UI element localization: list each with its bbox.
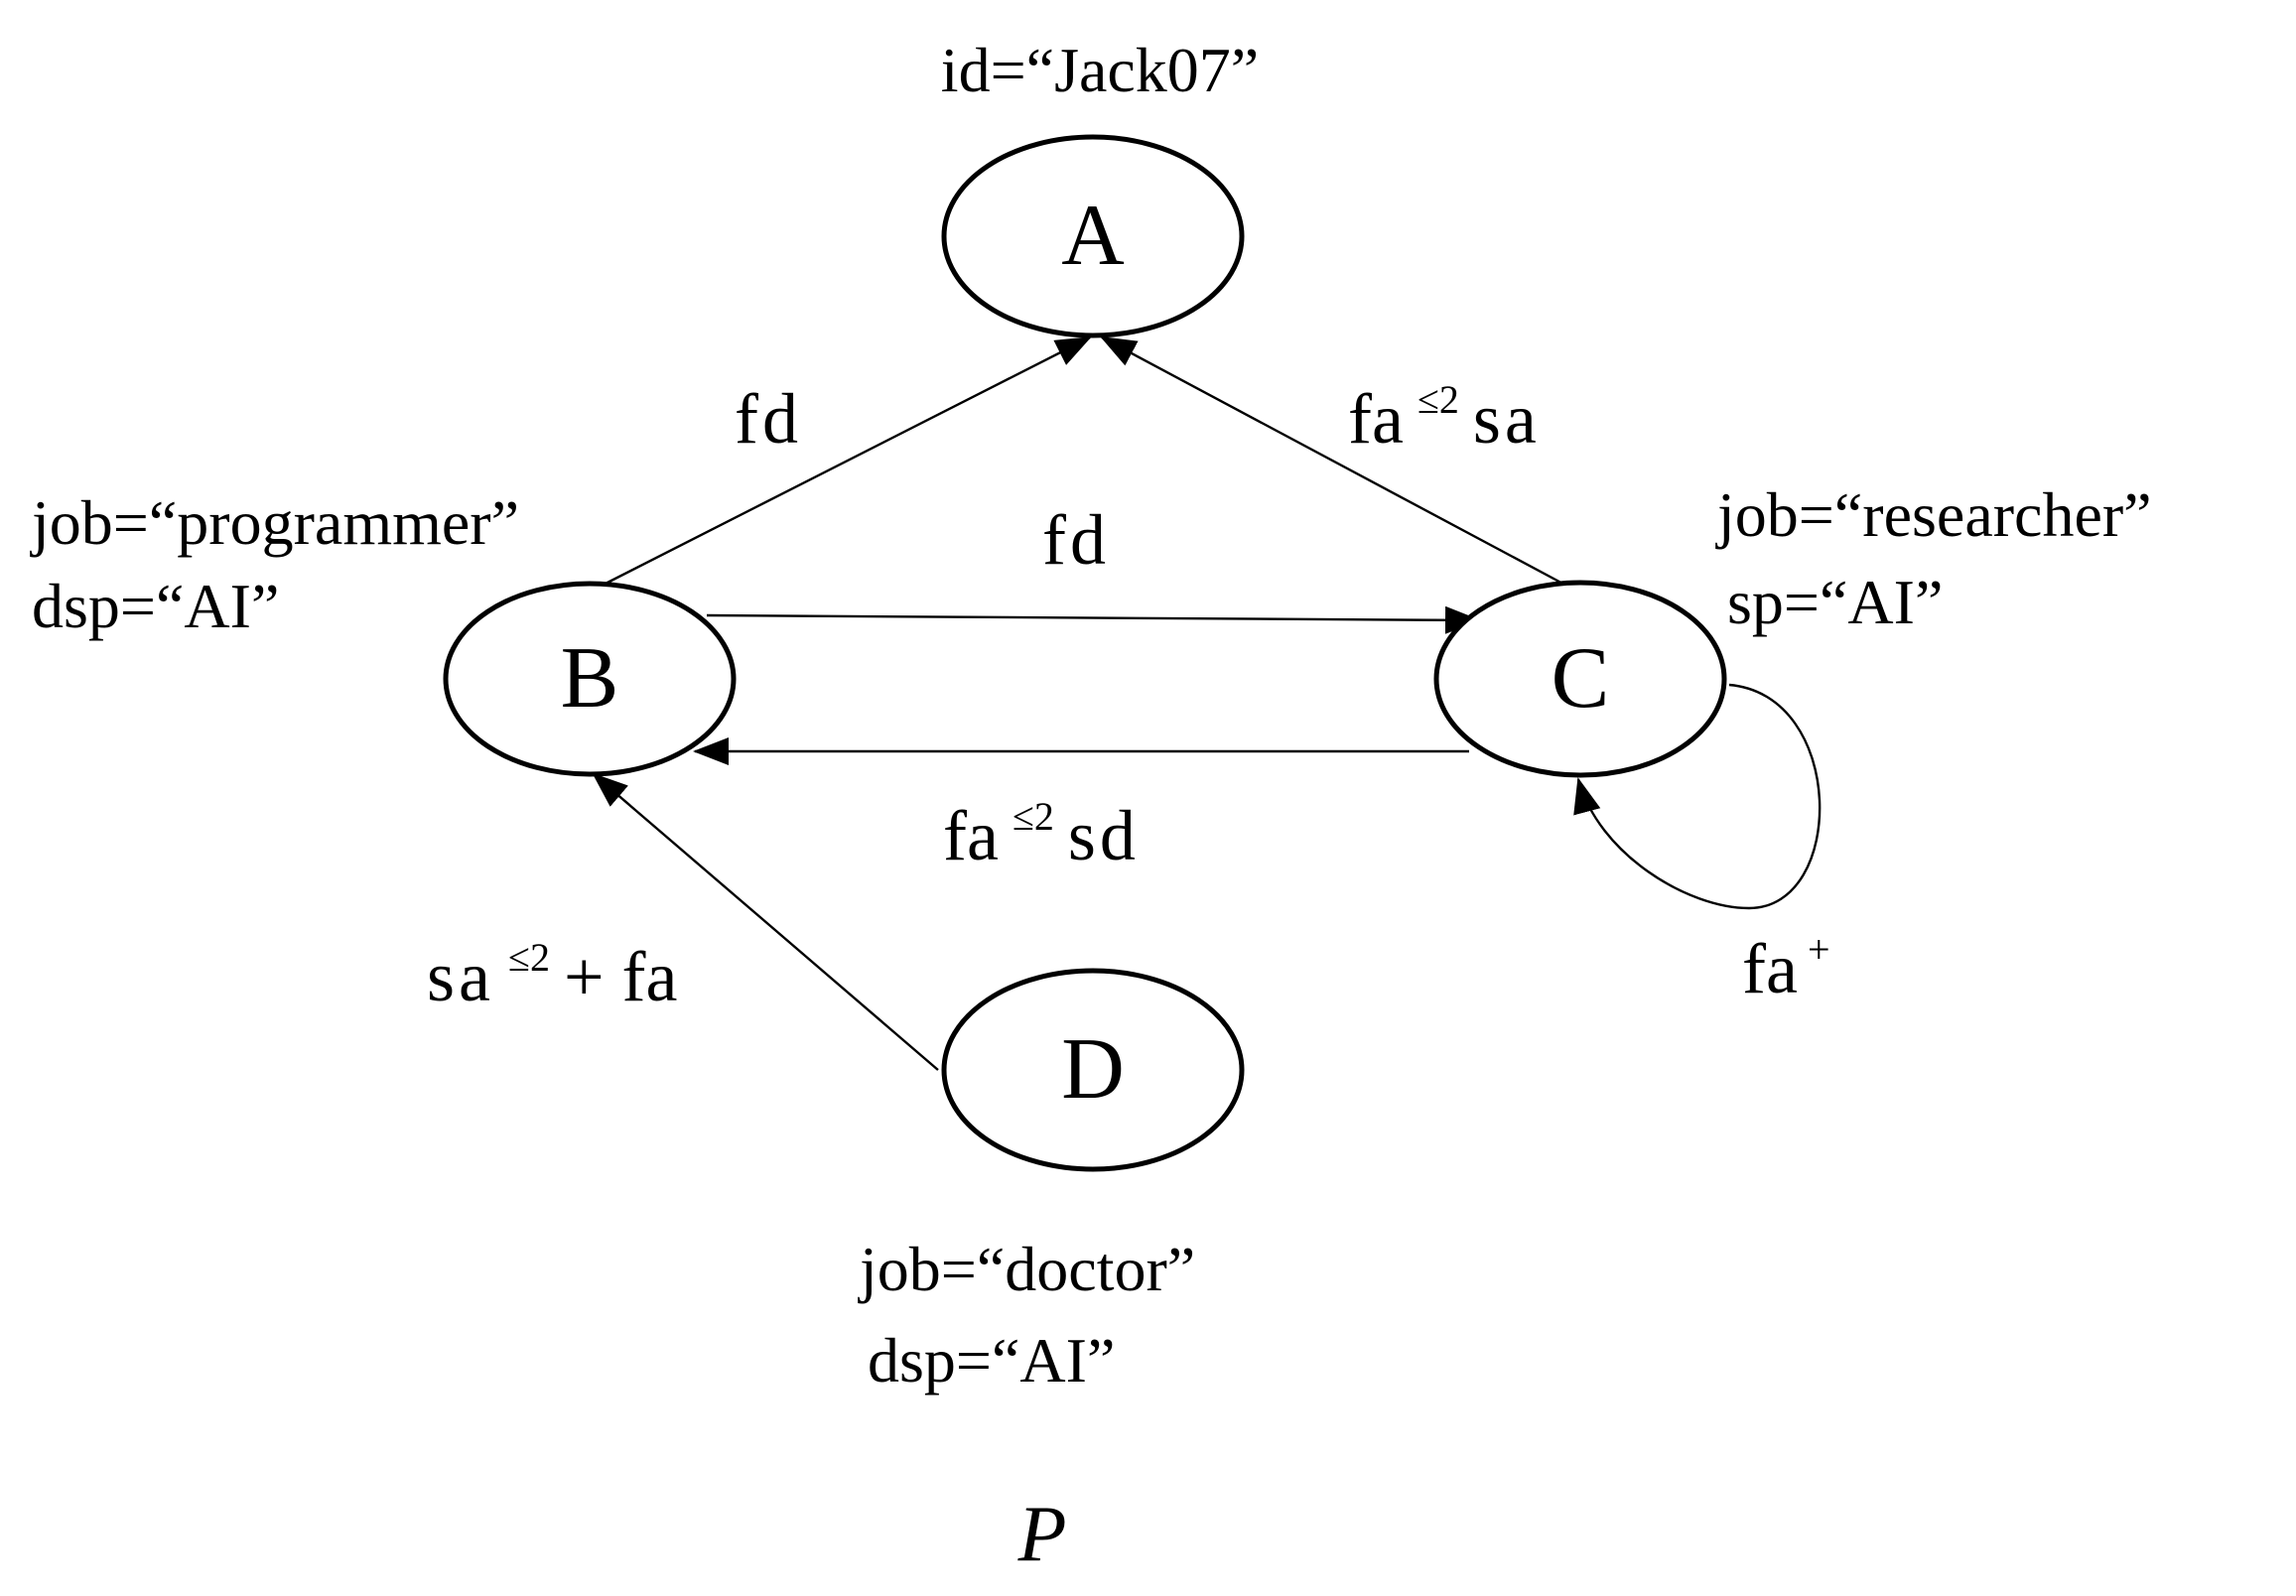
node-c-label: C: [1552, 630, 1610, 727]
node-c: C: [1433, 580, 1727, 778]
node-b: B: [443, 581, 737, 777]
edge-b-to-a-label: fd: [735, 379, 802, 459]
diagram-caption: P: [1017, 1491, 1067, 1578]
node-c-attr-job: job=“researcher”: [1715, 479, 2152, 550]
edge-b-to-a: [597, 335, 1092, 590]
edge-c-to-a: [1100, 335, 1571, 590]
edge-d-to-b: [592, 772, 939, 1071]
node-d-attr-job: job=“doctor”: [858, 1234, 1195, 1304]
node-b-label: B: [561, 630, 619, 727]
node-d-label: D: [1061, 1021, 1125, 1118]
edge-c-self-loop-label: fa+: [1742, 927, 1830, 1008]
node-a: A: [941, 134, 1245, 338]
edge-b-to-c-label: fd: [1042, 500, 1110, 580]
node-a-label: A: [1061, 188, 1125, 284]
node-b-attr-job: job=“programmer”: [30, 487, 519, 558]
edge-b-to-c: [706, 605, 1481, 634]
node-a-attr-id: id=“Jack07”: [941, 35, 1259, 105]
node-d-attr-dsp: dsp=“AI”: [868, 1325, 1115, 1396]
edge-d-to-b-label: sa≤2+ fa: [427, 935, 677, 1016]
node-b-attr-dsp: dsp=“AI”: [32, 571, 279, 641]
node-c-attr-sp: sp=“AI”: [1727, 567, 1943, 637]
edge-c-self-loop: [1573, 683, 1822, 910]
node-d: D: [941, 968, 1245, 1172]
